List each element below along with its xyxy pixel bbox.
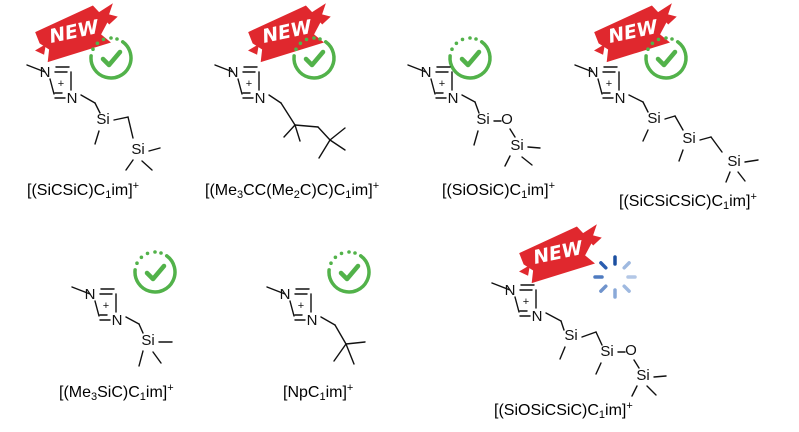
compound-label-siosic: [(SiOSiC)C1im]+ xyxy=(442,180,555,201)
new-badge: NEW xyxy=(28,0,124,65)
check-icon xyxy=(450,36,490,78)
compound-sicsicsic: NEW Si Si Si xyxy=(574,0,759,183)
svg-text:O: O xyxy=(501,111,513,128)
check-icon xyxy=(329,250,369,292)
svg-text:Si: Si xyxy=(510,137,523,154)
svg-text:Si: Si xyxy=(96,111,109,128)
new-badge: NEW xyxy=(587,0,683,65)
new-badge: NEW xyxy=(512,221,608,286)
svg-text:Si: Si xyxy=(600,343,613,360)
compound-label-me3sic: [(Me3SiC)C1im]+ xyxy=(59,382,174,403)
svg-text:Si: Si xyxy=(131,141,144,158)
svg-text:Si: Si xyxy=(636,367,649,384)
compound-sicsic: NEW Si Si xyxy=(26,0,161,171)
check-icon xyxy=(135,250,175,292)
compound-siosicsic: NEW Si Si O Si xyxy=(491,221,667,397)
compound-siosic: Si O Si xyxy=(407,36,541,167)
compound-label-sicsicsic: [(SiCSiCSiC)C1im]+ xyxy=(619,191,757,212)
compound-label-sicsic: [(SiCSiC)C1im]+ xyxy=(27,180,140,201)
svg-text:Si: Si xyxy=(647,110,660,127)
svg-text:Si: Si xyxy=(141,332,154,349)
compound-me3sic: Si xyxy=(71,250,175,367)
compound-npc xyxy=(266,250,369,365)
compound-label-me3ccme2cc: [(Me3CC(Me2C)C)C1im]+ xyxy=(205,180,380,201)
svg-text:Si: Si xyxy=(564,327,577,344)
svg-text:Si: Si xyxy=(476,111,489,128)
compound-me3ccme2cc: NEW xyxy=(214,0,346,159)
svg-text:O: O xyxy=(625,342,637,359)
compound-label-siosicsic: [(SiOSiCSiC)C1im]+ xyxy=(494,400,633,421)
compound-label-npc: [NpC1im]+ xyxy=(283,382,354,403)
loading-spinner-icon xyxy=(593,255,637,299)
svg-text:Si: Si xyxy=(727,153,740,170)
svg-text:Si: Si xyxy=(682,130,695,147)
check-icon xyxy=(91,36,131,78)
